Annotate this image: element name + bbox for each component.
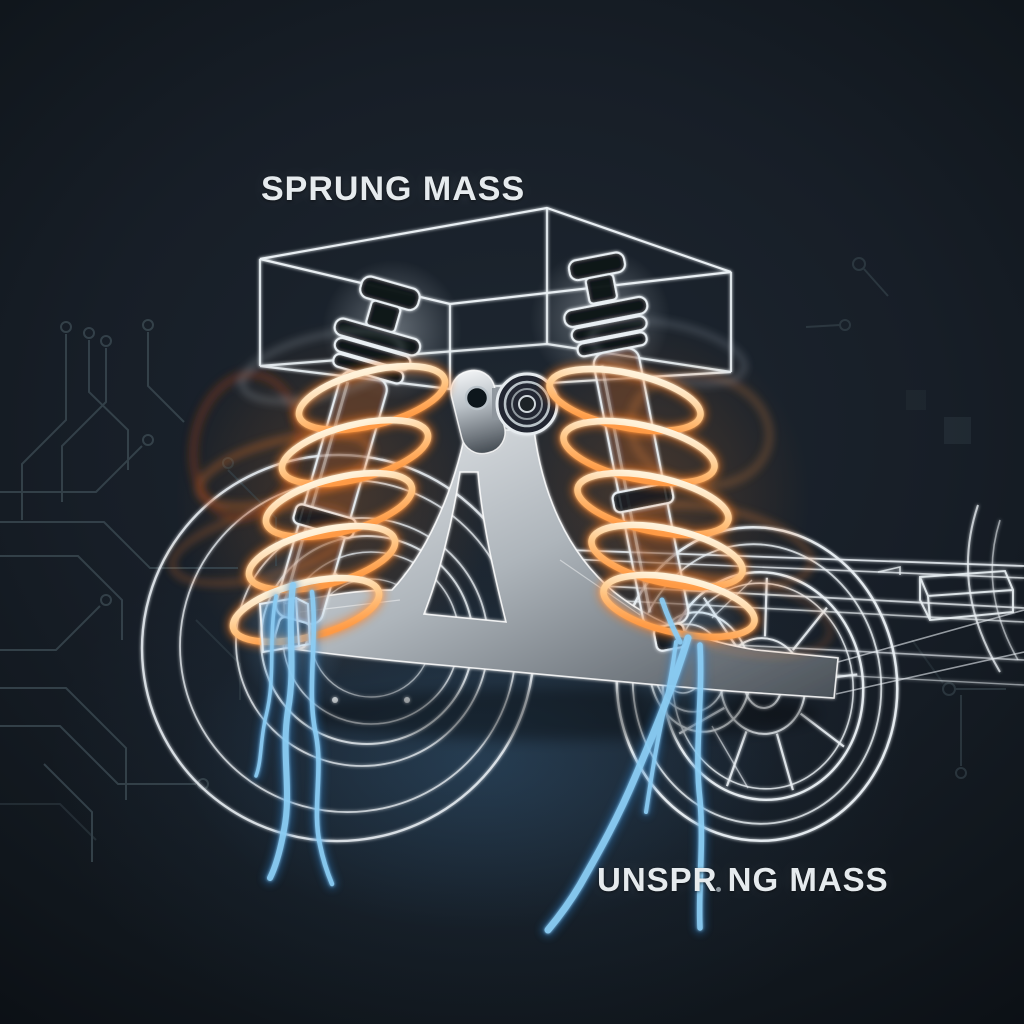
arm-wireframe-extension	[835, 609, 1024, 695]
circuit-traces-right	[805, 257, 1006, 779]
decor-square-large	[944, 417, 971, 444]
coil-spring-left	[226, 359, 452, 649]
circuit-traces-left	[0, 319, 277, 862]
unsprung-mass-label: UNSPR NG MASS	[597, 861, 889, 898]
lower-control-arm	[283, 429, 1024, 740]
sprung-mass-label: SPRUNG MASS	[261, 170, 526, 208]
frame-bracket	[919, 569, 1014, 622]
decor-square-small	[906, 390, 926, 410]
suspension-knuckle	[450, 369, 559, 455]
energy-streams-blue	[251, 578, 708, 937]
stray-dot-artifact	[716, 887, 721, 892]
far-right-wheel-arc	[966, 504, 1001, 673]
